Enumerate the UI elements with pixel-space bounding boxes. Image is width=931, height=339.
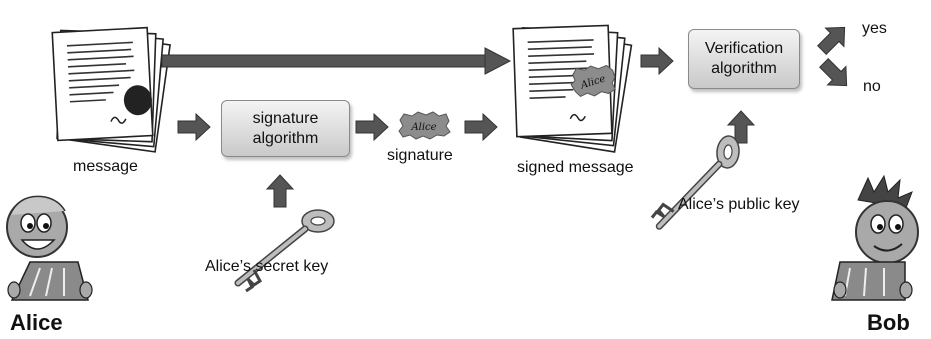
message-document-icon bbox=[51, 26, 171, 153]
bob-name: Bob bbox=[867, 310, 910, 335]
signature-algorithm-box: signature algorithm bbox=[221, 100, 350, 157]
no-label: no bbox=[863, 78, 881, 95]
verification-algorithm-line1: Verification bbox=[704, 40, 784, 57]
bob-avatar bbox=[831, 174, 919, 301]
secret-key-label: Alice’s secret key bbox=[205, 258, 329, 275]
arrow-no bbox=[814, 53, 857, 96]
long-arrow-to-signed-message bbox=[161, 47, 512, 75]
signature-stamp-icon: Alice bbox=[398, 111, 451, 140]
arrow-secret-key-up bbox=[266, 174, 294, 208]
secret-key-icon bbox=[238, 210, 334, 291]
public-key-icon bbox=[651, 130, 740, 233]
signature-label: signature bbox=[387, 147, 453, 164]
arrow-yes bbox=[812, 17, 855, 60]
arrow-signed-message-to-verification bbox=[640, 47, 674, 75]
arrow-message-to-signature-algorithm bbox=[177, 113, 211, 141]
verification-algorithm-box: Verification algorithm bbox=[688, 29, 800, 89]
yes-label: yes bbox=[862, 20, 887, 37]
signature-algorithm-line1: signature bbox=[252, 109, 319, 127]
verification-algorithm-line2: algorithm bbox=[711, 60, 777, 77]
arrow-signature-to-signed-message bbox=[464, 113, 498, 141]
arrow-algorithm-to-signature bbox=[355, 113, 389, 141]
alice-avatar bbox=[6, 195, 93, 301]
signed-message-label: signed message bbox=[517, 159, 634, 176]
signature-algorithm-line2: algorithm bbox=[252, 129, 319, 147]
wax-seal-icon bbox=[123, 85, 152, 116]
public-key-label: Alice’s public key bbox=[678, 196, 800, 213]
alice-name: Alice bbox=[10, 310, 63, 335]
signature-stamp-text: Alice bbox=[410, 122, 436, 133]
signed-message-document-icon: Alice bbox=[512, 24, 633, 153]
message-label: message bbox=[73, 158, 138, 175]
